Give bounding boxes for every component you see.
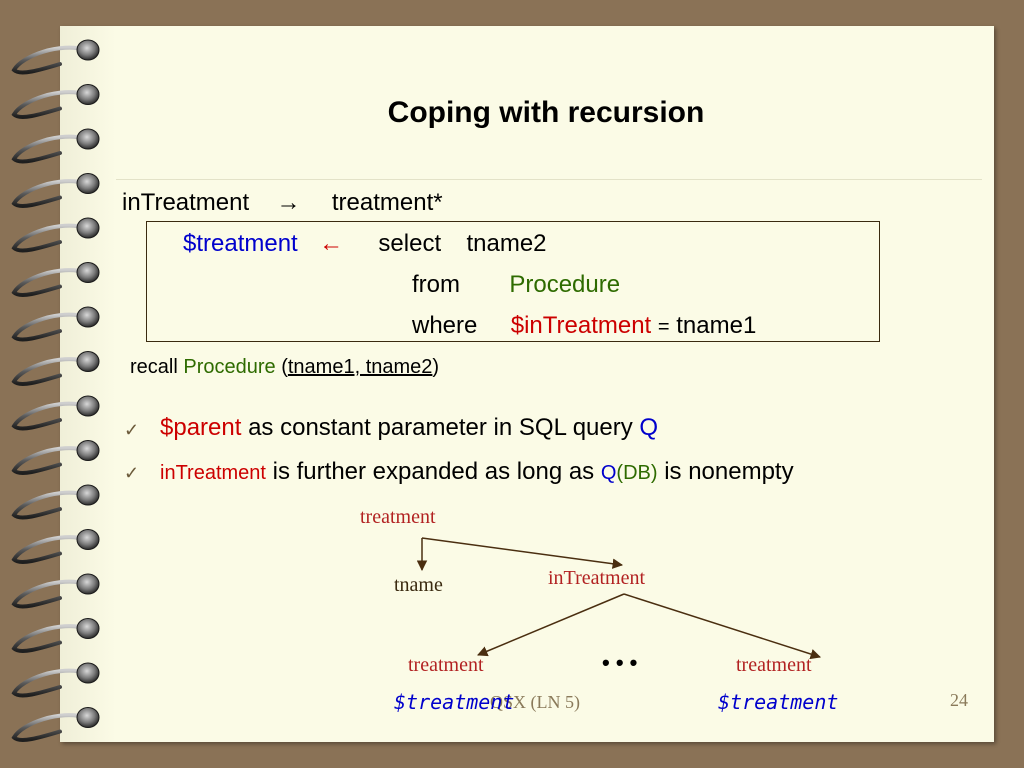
recall-prefix: recall bbox=[130, 356, 178, 378]
spiral-wire bbox=[11, 624, 88, 653]
recall-line: recall Procedure (tname1, tname2) bbox=[130, 356, 439, 379]
spiral-ring bbox=[76, 306, 100, 328]
spiral-wire bbox=[11, 268, 88, 297]
where-keyword: where bbox=[412, 312, 478, 339]
bullet-1-text: as constant parameter in SQL query bbox=[248, 414, 633, 441]
spiral-wire bbox=[11, 179, 88, 208]
bullet-2-db: (DB) bbox=[616, 462, 658, 484]
spiral-binding bbox=[11, 39, 100, 742]
tree-right-child: inTreatment bbox=[548, 567, 646, 589]
tree-leaf-left: treatment bbox=[408, 654, 484, 676]
rule-arrow: → bbox=[276, 190, 301, 216]
spiral-ring bbox=[76, 173, 100, 194]
query-box bbox=[146, 221, 880, 342]
bullet-2-q: Q bbox=[600, 462, 617, 484]
bullet-2-text: is further expanded as long as bbox=[272, 458, 595, 485]
spiral-ring bbox=[76, 39, 100, 61]
spiral-ring bbox=[76, 529, 100, 550]
query-line-where: where $inTreatment = tname1 bbox=[412, 312, 756, 340]
where-eq: = bbox=[657, 316, 670, 338]
bullet-1-tail: Q bbox=[639, 414, 659, 441]
rule-line: inTreatment → treatment* bbox=[122, 189, 443, 217]
spiral-wire bbox=[11, 446, 88, 475]
spiral-ring bbox=[76, 128, 100, 150]
recall-relation: Procedure bbox=[183, 356, 276, 378]
spiral-wire bbox=[11, 401, 88, 431]
select-keyword: select bbox=[378, 230, 442, 257]
spiral-ring bbox=[76, 262, 100, 283]
spiral-wire bbox=[11, 490, 88, 520]
bullet-2-tail: is nonempty bbox=[664, 458, 794, 485]
spiral-ring bbox=[76, 707, 100, 728]
check-icon: ✓ bbox=[124, 420, 140, 440]
tree-left-child: tname bbox=[394, 574, 443, 596]
spiral-wire bbox=[11, 134, 88, 164]
spiral-ring bbox=[76, 351, 100, 372]
spiral-ring bbox=[76, 395, 100, 417]
spiral-ring bbox=[76, 440, 100, 461]
footer-label: QSX (LN 5) bbox=[490, 692, 580, 712]
query-var: $treatment bbox=[183, 230, 298, 257]
spiral-ring bbox=[76, 618, 100, 639]
tree-leaf-right: treatment bbox=[736, 654, 812, 676]
bullet-2-highlight: inTreatment bbox=[160, 462, 266, 484]
bullet-2: inTreatment is further expanded as long … bbox=[160, 458, 794, 486]
recall-open-paren: ( bbox=[281, 356, 288, 378]
spiral-wire bbox=[11, 223, 88, 253]
tree-ellipsis: • • • bbox=[602, 650, 638, 675]
query-line-from: from Procedure bbox=[412, 271, 620, 299]
where-var: $inTreatment bbox=[510, 312, 652, 339]
tree-root: treatment bbox=[360, 506, 436, 528]
bullet-1: $parent as constant parameter in SQL que… bbox=[160, 414, 658, 442]
spiral-wire bbox=[11, 45, 88, 75]
tree-var-right: $treatment bbox=[718, 690, 839, 714]
spiral-ring bbox=[76, 217, 100, 239]
recall-close-paren: ) bbox=[432, 356, 440, 378]
spiral-wire bbox=[11, 357, 88, 386]
page-number: 24 bbox=[950, 690, 968, 710]
spiral-wire bbox=[11, 668, 88, 698]
spiral-wire bbox=[11, 579, 88, 609]
from-table: Procedure bbox=[509, 271, 621, 298]
query-line-select: $treatment ← select tname2 bbox=[183, 230, 547, 258]
tree-var-left: $treatment bbox=[394, 690, 515, 714]
select-field: tname2 bbox=[466, 230, 547, 257]
spiral-ring bbox=[76, 573, 100, 595]
spiral-wire bbox=[11, 312, 88, 342]
rule-lhs: inTreatment bbox=[122, 189, 250, 216]
slide-title: Coping with recursion bbox=[387, 96, 705, 129]
slide-page bbox=[60, 26, 994, 742]
where-field: tname1 bbox=[676, 312, 757, 339]
spiral-wire bbox=[11, 90, 88, 119]
rule-rhs: treatment* bbox=[331, 189, 443, 216]
spiral-ring bbox=[76, 484, 100, 506]
from-keyword: from bbox=[412, 271, 460, 298]
spiral-wire bbox=[11, 535, 88, 564]
recall-attrs: tname1, tname2 bbox=[287, 356, 433, 378]
spiral-ring bbox=[76, 84, 100, 105]
query-arrow: ← bbox=[319, 231, 344, 257]
spiral-ring bbox=[76, 662, 100, 684]
check-icon: ✓ bbox=[124, 463, 140, 483]
spiral-wire bbox=[11, 713, 88, 742]
bullet-1-highlight: $parent bbox=[160, 414, 242, 441]
title-divider bbox=[116, 179, 982, 180]
